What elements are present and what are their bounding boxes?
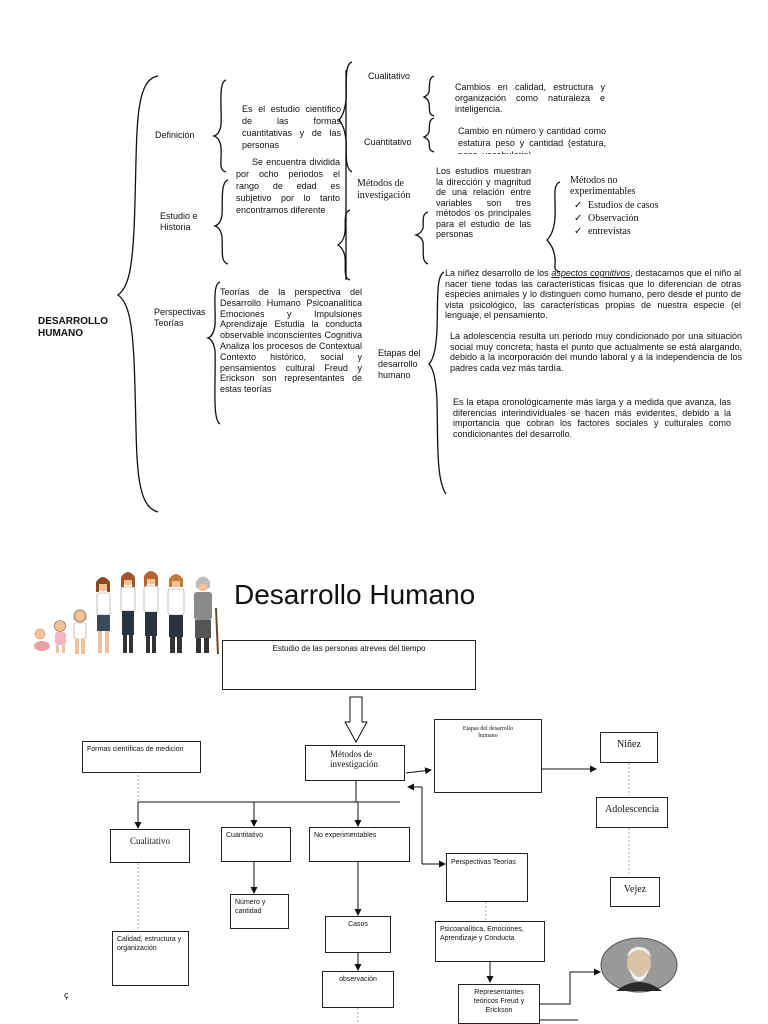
- etapas-adolescencia-text: La adolescencia resulta un periodo muy c…: [450, 331, 742, 373]
- estudio-box: Estudio de las personas atreves del tiem…: [222, 640, 476, 690]
- formas-box: Formas científicas de medicion: [82, 741, 201, 773]
- check-icon: ✓: [574, 213, 583, 224]
- no-exp-list: ✓Estudios de casos ✓Observación ✓entrevi…: [574, 199, 659, 238]
- aspectos-cognitivos-link[interactable]: aspectos cognitivos: [551, 268, 631, 278]
- psico-box: Psicoanalítica, Emociones, Aprendizaje y…: [435, 921, 545, 962]
- no-exp-label: Métodos no experimentables: [570, 175, 636, 197]
- check-icon: ✓: [574, 200, 583, 211]
- definicion-text: Es el estudio científico de las formas c…: [242, 104, 341, 150]
- no-exp-box: No experimentables: [309, 827, 410, 862]
- page-title: Desarrollo Humano: [234, 579, 476, 610]
- corner-mark: ç: [64, 990, 69, 1000]
- check-icon: ✓: [574, 226, 583, 237]
- etapas-ninez-text: La niñez desarrollo de los aspectos cogn…: [445, 268, 741, 320]
- cualitativo-text: Cambios en calidad, estructura y organiz…: [455, 82, 605, 114]
- root-label: DESARROLLO HUMANO: [38, 316, 108, 339]
- cuantitativo-label: Cuantitativo: [364, 137, 412, 147]
- adolescencia-box: Adolescencia: [596, 797, 668, 828]
- etapas-adulta-text: Es la etapa cronológicamente más larga y…: [453, 397, 731, 439]
- no-exp-item: ✓Estudios de casos: [574, 200, 659, 211]
- perspectivas-text: Teorías de la perspectiva del Desarrollo…: [220, 287, 362, 395]
- metodos-box: Métodos de investigación: [305, 745, 405, 781]
- cuantitativo-box: Cuantitativo: [221, 827, 291, 862]
- human-stages-illustration: [34, 571, 219, 655]
- vejez-box: Vejez: [610, 877, 660, 907]
- metodos-text: Los estudios muestran la dirección y mag…: [436, 166, 531, 239]
- cualitativo-label: Cualitativo: [368, 71, 411, 81]
- freud-portrait: [600, 937, 678, 993]
- estudio-text: Se encuentra dividida por ocho periodos …: [236, 157, 340, 215]
- ninez-box: Niñez: [600, 732, 658, 763]
- representantes-box: Representantes teóricos Freud y Erickson: [458, 984, 540, 1024]
- perspectivas-label: Perspectivas Teorías: [154, 307, 206, 328]
- cuantitativo-text: Cambio en número y cantidad como estatur…: [458, 126, 606, 154]
- numero-box: Número y cantidad: [230, 894, 289, 929]
- observacion-box: observación: [322, 971, 394, 1008]
- definicion-label: Definición: [155, 130, 195, 140]
- perspectivas-box: Perspectivas Teorías: [446, 853, 528, 902]
- casos-box: Casos: [325, 916, 391, 953]
- estudio-label: Estudio e Historia: [160, 211, 198, 232]
- no-exp-item: ✓Observación: [574, 213, 639, 224]
- etapas-box: Etapas del desarrollo humano: [434, 719, 542, 793]
- etapas-label: Etapas del desarrollo humano: [378, 348, 421, 380]
- metodos-label: Métodos de investigación: [357, 178, 411, 201]
- calidad-box: Calidad, estructura y organización: [112, 931, 189, 986]
- no-exp-item: ✓entrevistas: [574, 226, 631, 237]
- cualitativo-box: Cualitativo: [110, 829, 190, 863]
